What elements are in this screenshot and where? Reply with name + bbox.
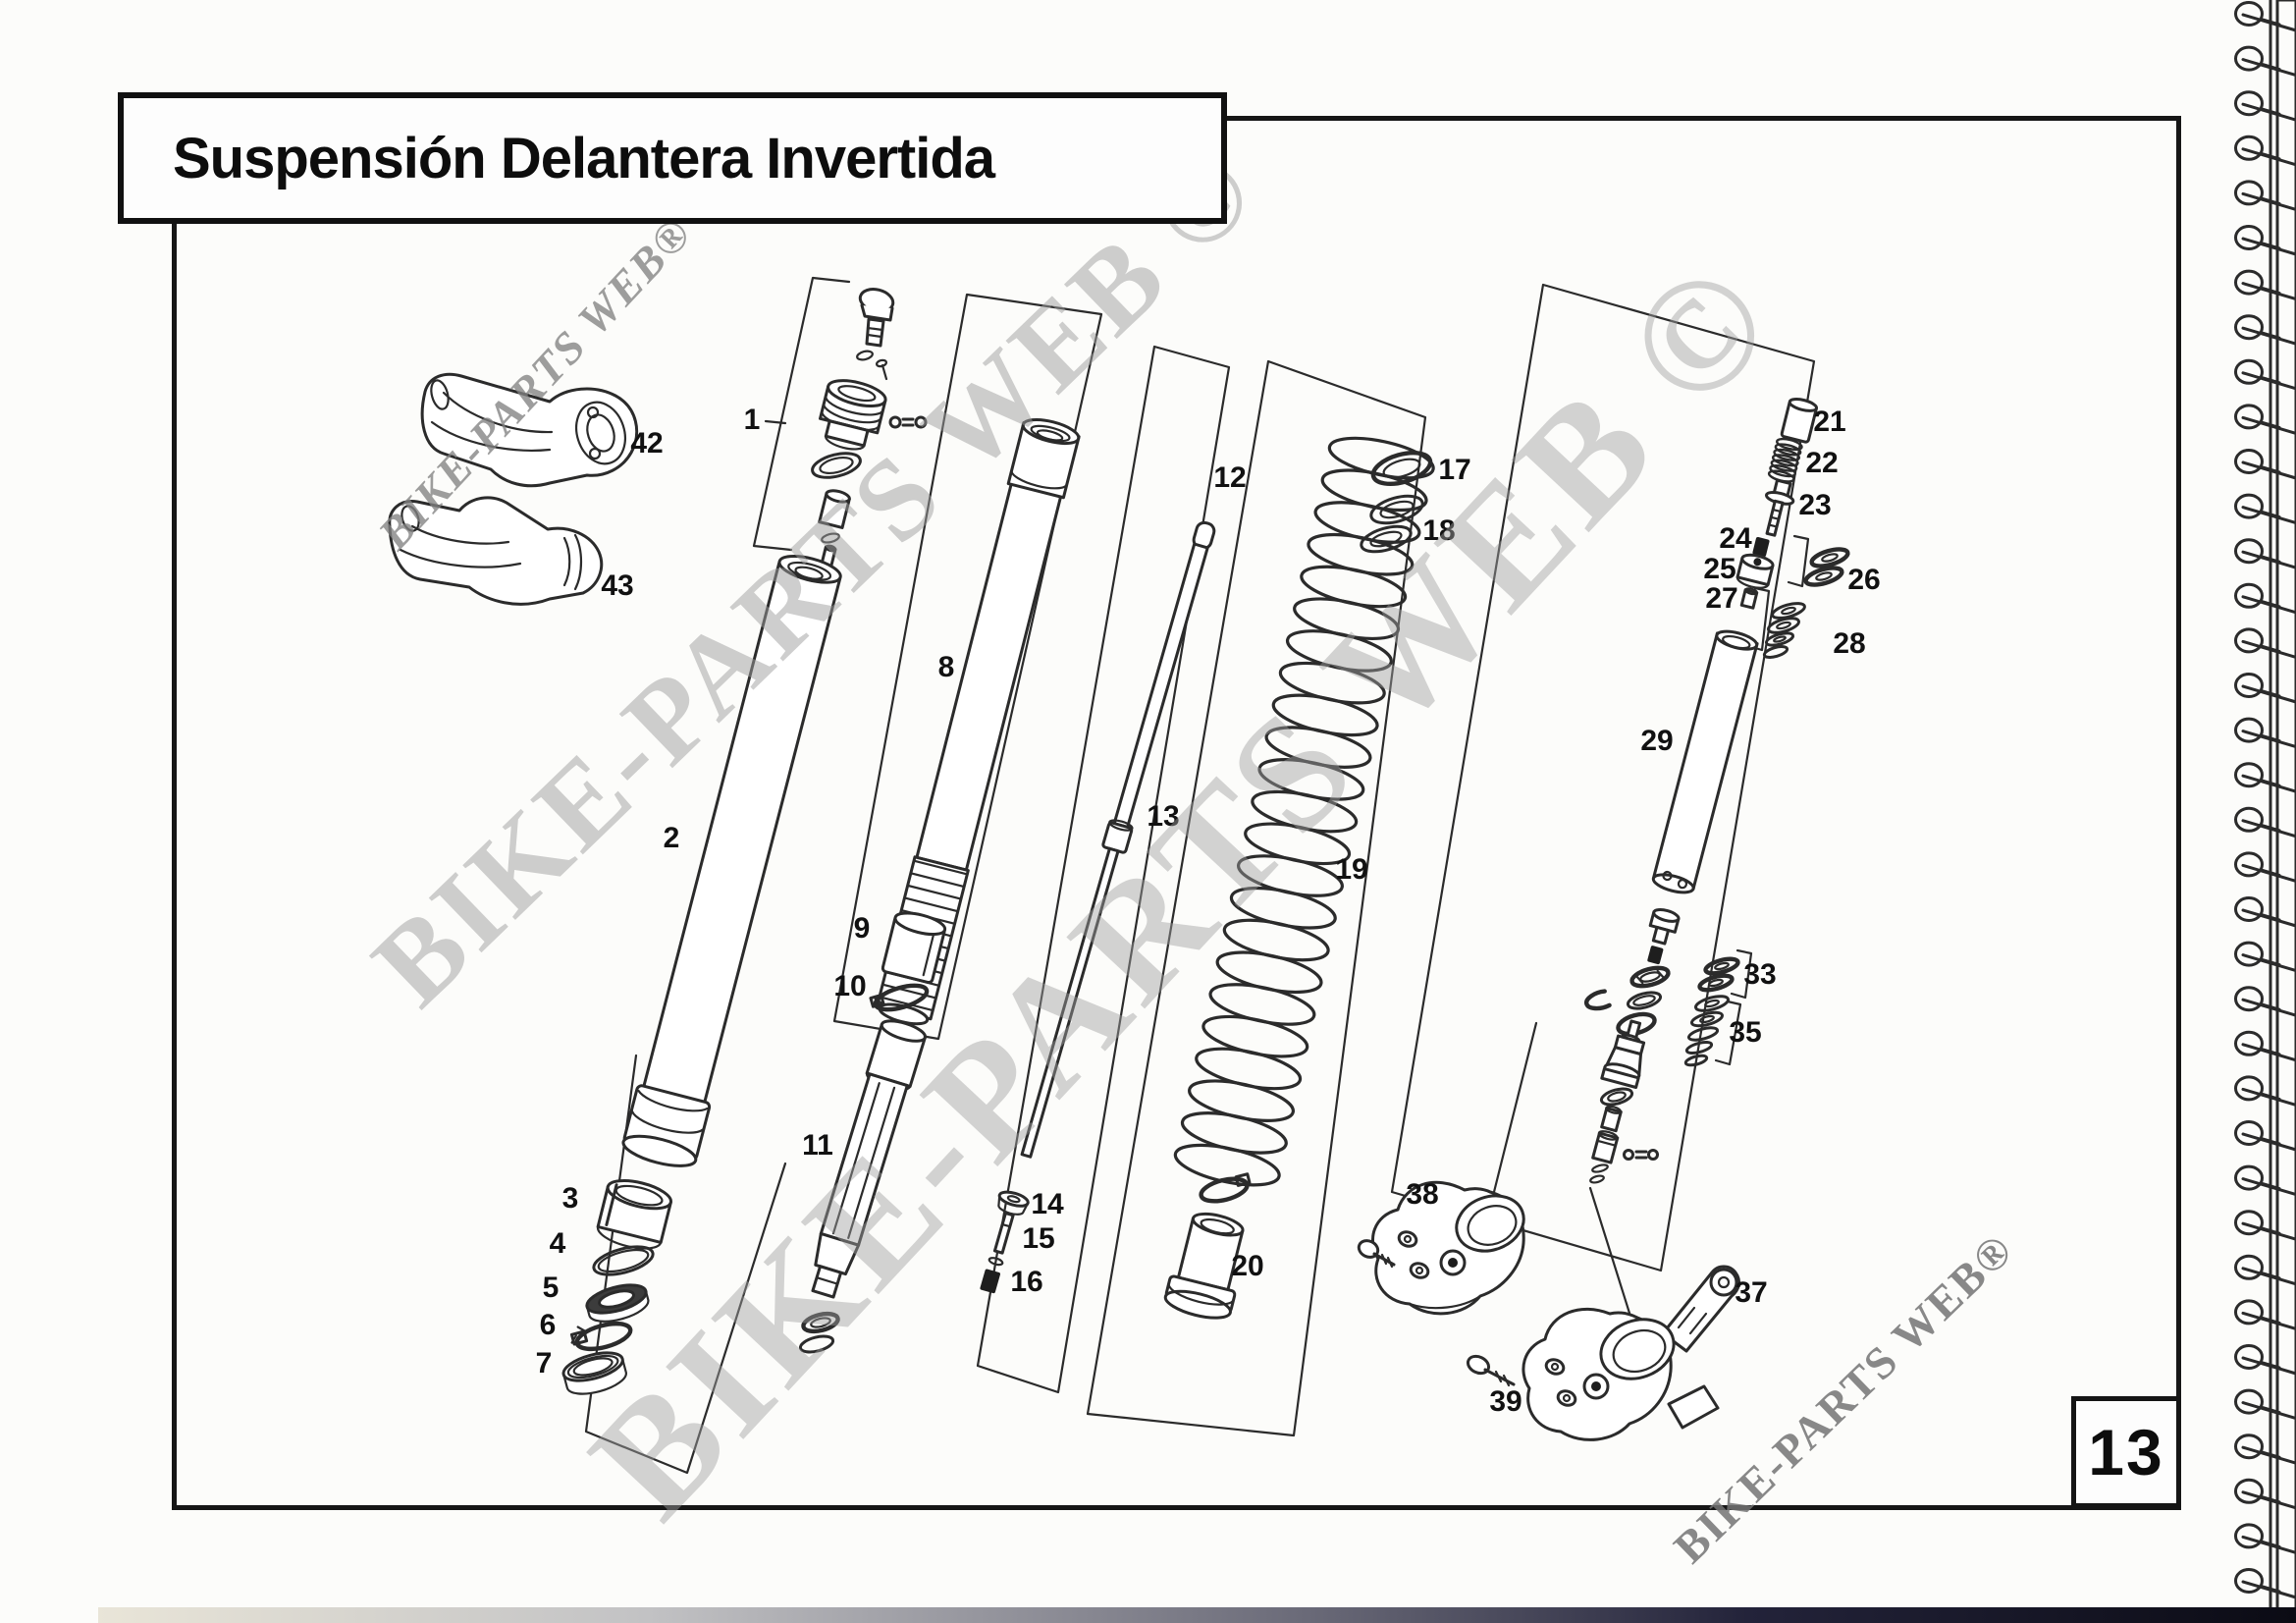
oring-kit-marker (888, 415, 928, 429)
part-25-piston-drawing (1735, 553, 1775, 589)
part-label-43: 43 (601, 569, 633, 602)
part-label-27: 27 (1705, 582, 1737, 615)
part-label-20: 20 (1231, 1250, 1263, 1282)
part-11-damper-rod-drawing (811, 1019, 927, 1299)
part-label-2: 2 (664, 822, 680, 854)
part-label-33: 33 (1743, 958, 1776, 991)
part-label-29: 29 (1640, 725, 1673, 757)
part-26-washers-drawing (1803, 547, 1850, 587)
scan-edge-shadow (98, 1607, 2296, 1623)
part-label-26: 26 (1847, 564, 1880, 596)
part-28-washer-stack-drawing (1762, 602, 1806, 659)
part-43-lower-clamp-drawing (388, 496, 604, 606)
part-37-axle-holder-brake-drawing (1522, 1265, 1740, 1441)
part-label-17: 17 (1438, 454, 1470, 486)
part-label-28: 28 (1833, 627, 1865, 660)
part-12-13-push-rod-drawing (980, 520, 1216, 1294)
part-39-bolt-drawing (1466, 1354, 1516, 1387)
part-33-bracket (1730, 948, 1753, 1000)
part-label-16: 16 (1010, 1266, 1042, 1298)
part-label-21: 21 (1813, 406, 1845, 438)
part-label-3: 3 (562, 1182, 579, 1215)
part-label-22: 22 (1805, 447, 1838, 479)
pinch-bolt-drawing (1357, 1239, 1396, 1269)
part-label-23: 23 (1798, 489, 1831, 521)
part-35-bracket (1714, 1000, 1742, 1066)
part-label-8: 8 (938, 651, 955, 683)
part-15-bolt-drawing (992, 1211, 1015, 1255)
part-label-15: 15 (1022, 1222, 1054, 1255)
part-29-cartridge-tube-drawing (1651, 629, 1759, 894)
piston-valve-drawing (1600, 1019, 1646, 1090)
part-label-38: 38 (1406, 1178, 1438, 1211)
part-number-labels: 1234567891011121314151617181920212223242… (536, 404, 1881, 1418)
part-10-ring-drawing (869, 983, 930, 1012)
part-21-cylinder-drawing (1780, 398, 1819, 444)
part-label-42: 42 (630, 427, 663, 460)
part-label-1: 1 (744, 404, 761, 436)
part-label-12: 12 (1213, 461, 1246, 494)
part-16-nut-drawing (980, 1269, 1000, 1294)
part-27-bushing-drawing (1739, 587, 1759, 610)
part-label-5: 5 (543, 1271, 560, 1304)
part-label-35: 35 (1729, 1016, 1761, 1049)
page-title: Suspensión Delantera Invertida (173, 126, 995, 190)
part-3-bushing-drawing (596, 1179, 672, 1250)
part-11-seal-rings-drawing (798, 1311, 840, 1354)
part-38-axle-holder-drawing (1357, 1180, 1525, 1316)
oring-kit-marker (1623, 1149, 1659, 1161)
part-label-6: 6 (540, 1309, 557, 1341)
part-label-14: 14 (1031, 1188, 1064, 1220)
page-number: 13 (2088, 1416, 2164, 1488)
part-7-dust-seal-drawing (561, 1351, 627, 1395)
part-20-circlip-drawing (1199, 1172, 1252, 1204)
part-label-37: 37 (1735, 1276, 1767, 1309)
part-35-washer-stack-drawing (1683, 995, 1730, 1067)
part-5-oil-seal-drawing (585, 1283, 650, 1323)
part-label-9: 9 (854, 912, 871, 945)
part-14-washer-drawing (997, 1190, 1030, 1208)
part-9-cylinder-drawing (881, 911, 947, 985)
part-label-11: 11 (802, 1129, 833, 1162)
part-label-10: 10 (833, 970, 866, 1002)
part-23-bolt-drawing (1765, 478, 1795, 537)
part-1-bracket (752, 276, 851, 552)
part-24-nut-drawing (1752, 536, 1770, 558)
part-label-18: 18 (1422, 514, 1455, 547)
part-26-bracket (1787, 534, 1810, 588)
part-22-spring-drawing (1767, 437, 1803, 483)
part-4-ring-drawing (592, 1245, 655, 1276)
part-19-spring-drawing (1173, 436, 1435, 1187)
cartridge-valve-stack-drawing (1584, 908, 1740, 1184)
title-box: Suspensión Delantera Invertida (118, 92, 1227, 224)
part-label-7: 7 (536, 1347, 553, 1380)
part-label-13: 13 (1147, 800, 1179, 833)
part-1-cap-assembly-drawing (811, 288, 928, 576)
part-label-19: 19 (1335, 853, 1367, 886)
part-label-24: 24 (1719, 522, 1752, 555)
page-number-box: 13 (2071, 1396, 2181, 1508)
part-17-ring-drawing (1370, 451, 1433, 486)
part-label-39: 39 (1489, 1385, 1522, 1418)
part-label-4: 4 (550, 1227, 566, 1260)
part-20-spacer-cup-drawing (1163, 1212, 1245, 1320)
part-label-25: 25 (1703, 553, 1735, 585)
part-42-upper-clamp-drawing (420, 372, 639, 488)
spiral-binding (2234, 0, 2296, 1623)
part-2-outer-tube-drawing (621, 554, 842, 1167)
part-6-circlip-drawing (569, 1321, 633, 1352)
